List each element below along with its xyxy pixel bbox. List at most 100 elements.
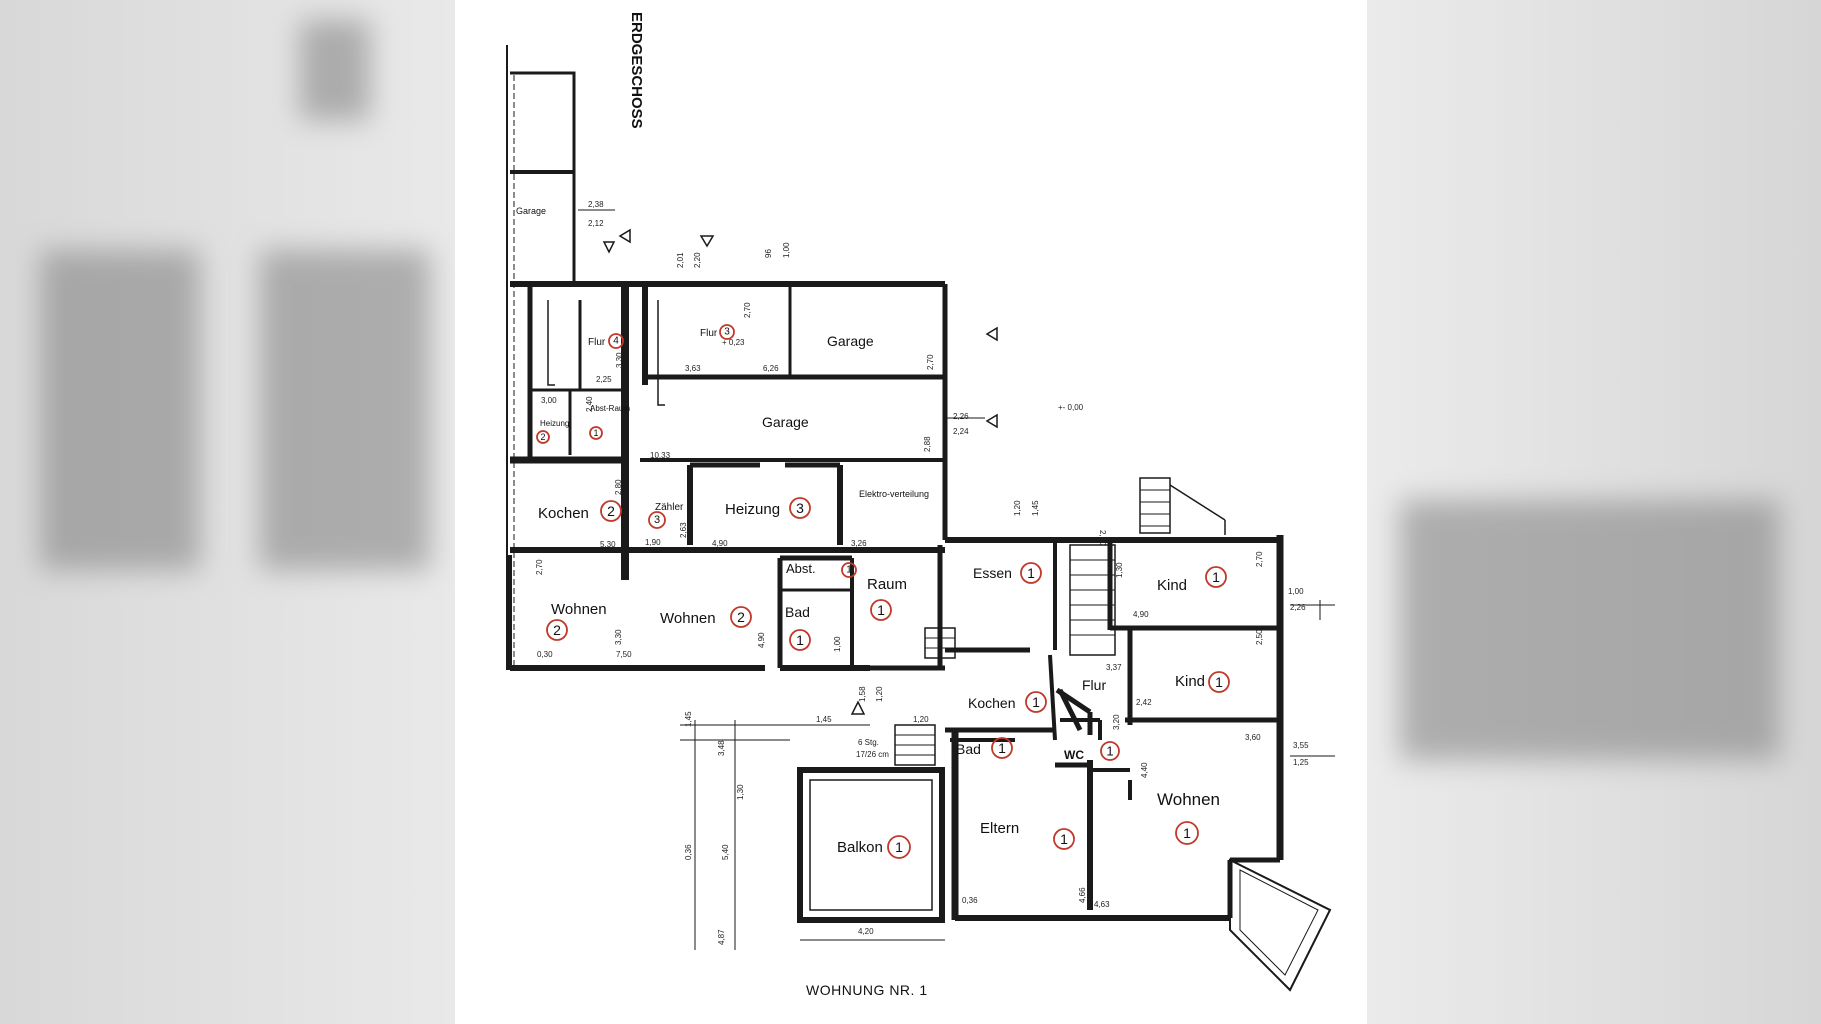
dimension-label: 1,20: [913, 715, 929, 724]
unit-marker: [991, 737, 1013, 759]
dimension-label: 2,40: [585, 396, 594, 412]
unit-number: 1: [1183, 825, 1191, 841]
dimension-label: 10,33: [650, 451, 671, 460]
dimension-label: 5,30: [600, 540, 616, 549]
dimension-label: 1,30: [1115, 562, 1124, 578]
room-label: Eltern: [980, 820, 1019, 837]
stair-note: 6 Stg.: [858, 738, 879, 747]
dimension-label: 1,58: [858, 686, 867, 702]
dimension-label: 1,45: [684, 711, 693, 727]
unit-number: 4: [613, 336, 619, 347]
unit-marker: [1053, 828, 1075, 850]
unit-marker: [789, 629, 811, 651]
room-label: Elektro-verteilung: [859, 489, 929, 499]
level-mark: +- 0,00: [1058, 403, 1084, 412]
dimension-label: 2,38: [588, 200, 604, 209]
dimension-label: 4,90: [1133, 610, 1149, 619]
dimension-label: 2,80: [614, 479, 623, 495]
floor-plan-sheet: ERDGESCHOSS: [455, 0, 1367, 1024]
level-triangle-icon: [618, 228, 631, 244]
room-label: Garage: [827, 333, 874, 349]
room-label: Bad: [785, 604, 810, 620]
dimension-label: 2,50: [1255, 629, 1264, 645]
dimension-label: 1,00: [1288, 587, 1304, 596]
room-label: Wohnen: [1157, 790, 1220, 809]
dimension-label: 2,88: [923, 436, 932, 452]
dimension-label: 1,45: [1031, 500, 1040, 516]
plan-title: ERDGESCHOSS: [628, 12, 645, 129]
unit-number: 1: [846, 565, 852, 576]
dimension-label: 4,66: [1078, 887, 1087, 903]
dimension-label: 4,90: [712, 539, 728, 548]
dimensions: 2,38 2,12 2,01 2,20 96 1,00 2,70 3,30 2,…: [535, 200, 1309, 945]
unit-number: 1: [998, 740, 1006, 756]
level-triangle-icon: [985, 413, 998, 429]
room-label: Flur: [1082, 677, 1106, 693]
unit-marker: [887, 835, 911, 859]
dimension-label: 3,30: [614, 629, 623, 645]
room-label: Heizung: [540, 419, 569, 428]
dimension-label: 2,01: [676, 252, 685, 268]
unit-number: 1: [1106, 744, 1113, 759]
dimension-label: 1,45: [816, 715, 832, 724]
dimension-label: 5,40: [721, 844, 730, 860]
room-label: Kind: [1157, 577, 1187, 594]
unit-number: 1: [1027, 565, 1035, 581]
dimension-label: 2,24: [953, 427, 969, 436]
blurred-plan-fragment: [40, 250, 200, 570]
room-label: Wohnen: [551, 601, 607, 618]
unit-number: 1: [1215, 674, 1223, 690]
unit-marker: [589, 426, 603, 440]
dimension-label: 0,36: [684, 844, 693, 860]
dimension-label: 1,25: [1293, 758, 1309, 767]
unit-marker: [536, 430, 550, 444]
unit-number: 2: [607, 503, 615, 519]
room-label: Garage: [516, 206, 546, 216]
dimension-label: 3,48: [717, 740, 726, 756]
blurred-plan-fragment: [260, 250, 430, 570]
level-triangle-icon: [850, 700, 866, 715]
dimension-label: 6,26: [763, 364, 779, 373]
dimension-label: 4,63: [1094, 900, 1110, 909]
unit-number: 1: [895, 839, 903, 855]
blurred-plan-fragment: [1400, 500, 1780, 760]
dimension-label: 2,70: [1255, 551, 1264, 567]
unit-marker: [600, 500, 622, 522]
unit-number: 2: [540, 432, 545, 442]
unit-number: 3: [724, 327, 730, 338]
dimension-label: 2,70: [535, 559, 544, 575]
unit-number: 1: [796, 632, 804, 648]
room-label: Balkon: [837, 839, 883, 856]
dimension-label: 1,00: [782, 242, 791, 258]
unit-number: 2: [737, 609, 745, 625]
blurred-plan-fragment: [300, 20, 370, 120]
dimension-label: 3,20: [1112, 714, 1121, 730]
unit-marker: [719, 324, 735, 340]
level-triangle-icon: [985, 326, 998, 342]
dimension-label: 1,00: [833, 636, 842, 652]
room-label: Essen: [973, 565, 1012, 581]
room-label: Flur: [588, 337, 606, 348]
unit-marker: [1020, 562, 1042, 584]
unit-marker: [1208, 671, 1230, 693]
room-label: Heizung: [725, 501, 780, 518]
dimension-label: 4,20: [858, 927, 874, 936]
room-label: Kochen: [538, 505, 589, 522]
dimension-label: 3,55: [1293, 741, 1309, 750]
unit-marker: [1025, 691, 1047, 713]
dimension-label: 4,40: [1140, 762, 1149, 778]
floor-plan-drawing: ERDGESCHOSS: [506, 12, 1335, 998]
dimension-label: 2,12: [588, 219, 604, 228]
dimension-label: 2,63: [679, 522, 688, 538]
level-triangle-icon: [602, 241, 616, 254]
dimension-label: 2,26: [1290, 603, 1306, 612]
dimension-label: 0,36: [962, 896, 978, 905]
dimension-label: 3,26: [851, 539, 867, 548]
room-label: Kind: [1175, 673, 1205, 690]
walls: [506, 45, 1335, 992]
unit-marker: [1205, 566, 1227, 588]
dimension-label: 1,20: [875, 686, 884, 702]
dimension-label: 3,00: [541, 396, 557, 405]
dimension-label: 2,10: [1098, 530, 1107, 546]
dimension-label: 2,26: [953, 412, 969, 421]
